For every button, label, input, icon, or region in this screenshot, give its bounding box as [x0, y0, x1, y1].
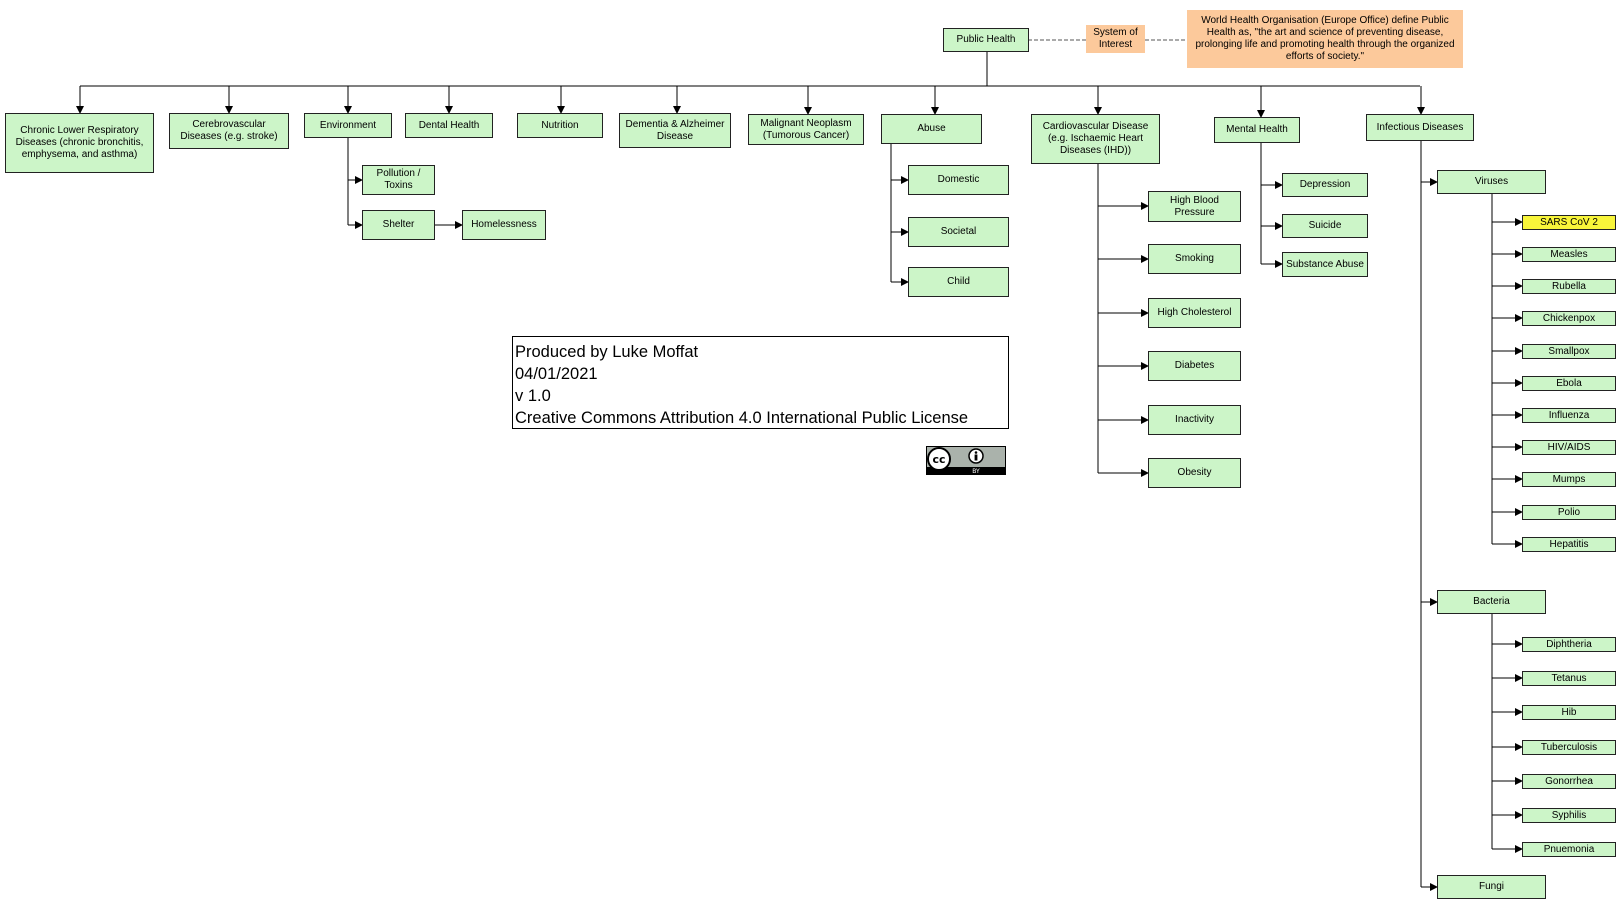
node-diphtheria[interactable]: Diphtheria: [1522, 637, 1616, 652]
credits-version: v 1.0: [515, 387, 551, 405]
node-hiv-aids[interactable]: HIV/AIDS: [1522, 440, 1616, 455]
node-smallpox[interactable]: Smallpox: [1522, 344, 1616, 359]
node-tetanus[interactable]: Tetanus: [1522, 671, 1616, 686]
node-inactivity[interactable]: Inactivity: [1148, 405, 1241, 435]
node-societal[interactable]: Societal: [908, 217, 1009, 247]
cc-logo-text: cc: [932, 453, 945, 466]
credits-author: Produced by Luke Moffat: [515, 343, 699, 361]
cc-by-text: BY: [972, 468, 980, 475]
cc-by-license-icon: cc BY: [926, 446, 1006, 475]
node-measles[interactable]: Measles: [1522, 247, 1616, 262]
node-suicide[interactable]: Suicide: [1282, 214, 1368, 238]
node-polio[interactable]: Polio: [1522, 505, 1616, 520]
node-mental-health[interactable]: Mental Health: [1214, 117, 1300, 143]
node-cerebrovascular[interactable]: Cerebrovascular Diseases (e.g. stroke): [169, 113, 289, 149]
node-sars-cov-2[interactable]: SARS CoV 2: [1522, 215, 1616, 230]
node-gonorrhea[interactable]: Gonorrhea: [1522, 774, 1616, 789]
node-infectious-diseases[interactable]: Infectious Diseases: [1366, 114, 1474, 141]
node-diabetes[interactable]: Diabetes: [1148, 351, 1241, 381]
node-shelter[interactable]: Shelter: [362, 210, 435, 240]
credits-license: Creative Commons Attribution 4.0 Interna…: [515, 409, 969, 427]
node-rubella[interactable]: Rubella: [1522, 279, 1616, 294]
node-depression[interactable]: Depression: [1282, 173, 1368, 197]
node-mumps[interactable]: Mumps: [1522, 472, 1616, 487]
node-who-definition[interactable]: World Health Organisation (Europe Office…: [1187, 10, 1463, 68]
node-high-blood-pressure[interactable]: High Blood Pressure: [1148, 191, 1241, 222]
node-pneumonia[interactable]: Pnuemonia: [1522, 842, 1616, 857]
node-hepatitis[interactable]: Hepatitis: [1522, 537, 1616, 552]
node-hib[interactable]: Hib: [1522, 705, 1616, 720]
node-abuse[interactable]: Abuse: [881, 114, 982, 144]
node-influenza[interactable]: Influenza: [1522, 408, 1616, 423]
node-chickenpox[interactable]: Chickenpox: [1522, 311, 1616, 326]
node-ebola[interactable]: Ebola: [1522, 376, 1616, 391]
node-obesity[interactable]: Obesity: [1148, 458, 1241, 488]
node-public-health[interactable]: Public Health: [943, 28, 1029, 52]
node-environment[interactable]: Environment: [304, 113, 392, 138]
node-child[interactable]: Child: [908, 267, 1009, 297]
node-viruses[interactable]: Viruses: [1437, 170, 1546, 194]
node-chronic-lower-respiratory[interactable]: Chronic Lower Respiratory Diseases (chro…: [5, 113, 154, 173]
node-system-of-interest[interactable]: System of Interest: [1086, 25, 1145, 53]
node-bacteria[interactable]: Bacteria: [1437, 590, 1546, 614]
node-homelessness[interactable]: Homelessness: [462, 210, 546, 240]
node-cardiovascular[interactable]: Cardiovascular Disease (e.g. Ischaemic H…: [1031, 114, 1160, 164]
node-fungi[interactable]: Fungi: [1437, 875, 1546, 899]
node-substance-abuse[interactable]: Substance Abuse: [1282, 252, 1368, 277]
node-syphilis[interactable]: Syphilis: [1522, 808, 1616, 823]
node-domestic[interactable]: Domestic: [908, 165, 1009, 195]
node-dementia[interactable]: Dementia & Alzheimer Disease: [619, 113, 731, 148]
node-dental-health[interactable]: Dental Health: [405, 113, 493, 138]
node-pollution-toxins[interactable]: Pollution / Toxins: [362, 165, 435, 195]
node-high-cholesterol[interactable]: High Cholesterol: [1148, 298, 1241, 328]
node-nutrition[interactable]: Nutrition: [517, 113, 603, 138]
node-malignant-neoplasm[interactable]: Malignant Neoplasm (Tumorous Cancer): [748, 114, 864, 145]
node-tuberculosis[interactable]: Tuberculosis: [1522, 740, 1616, 755]
credits-box: Produced by Luke Moffat 04/01/2021 v 1.0…: [512, 336, 1009, 429]
node-smoking[interactable]: Smoking: [1148, 244, 1241, 274]
credits-date: 04/01/2021: [515, 365, 598, 383]
